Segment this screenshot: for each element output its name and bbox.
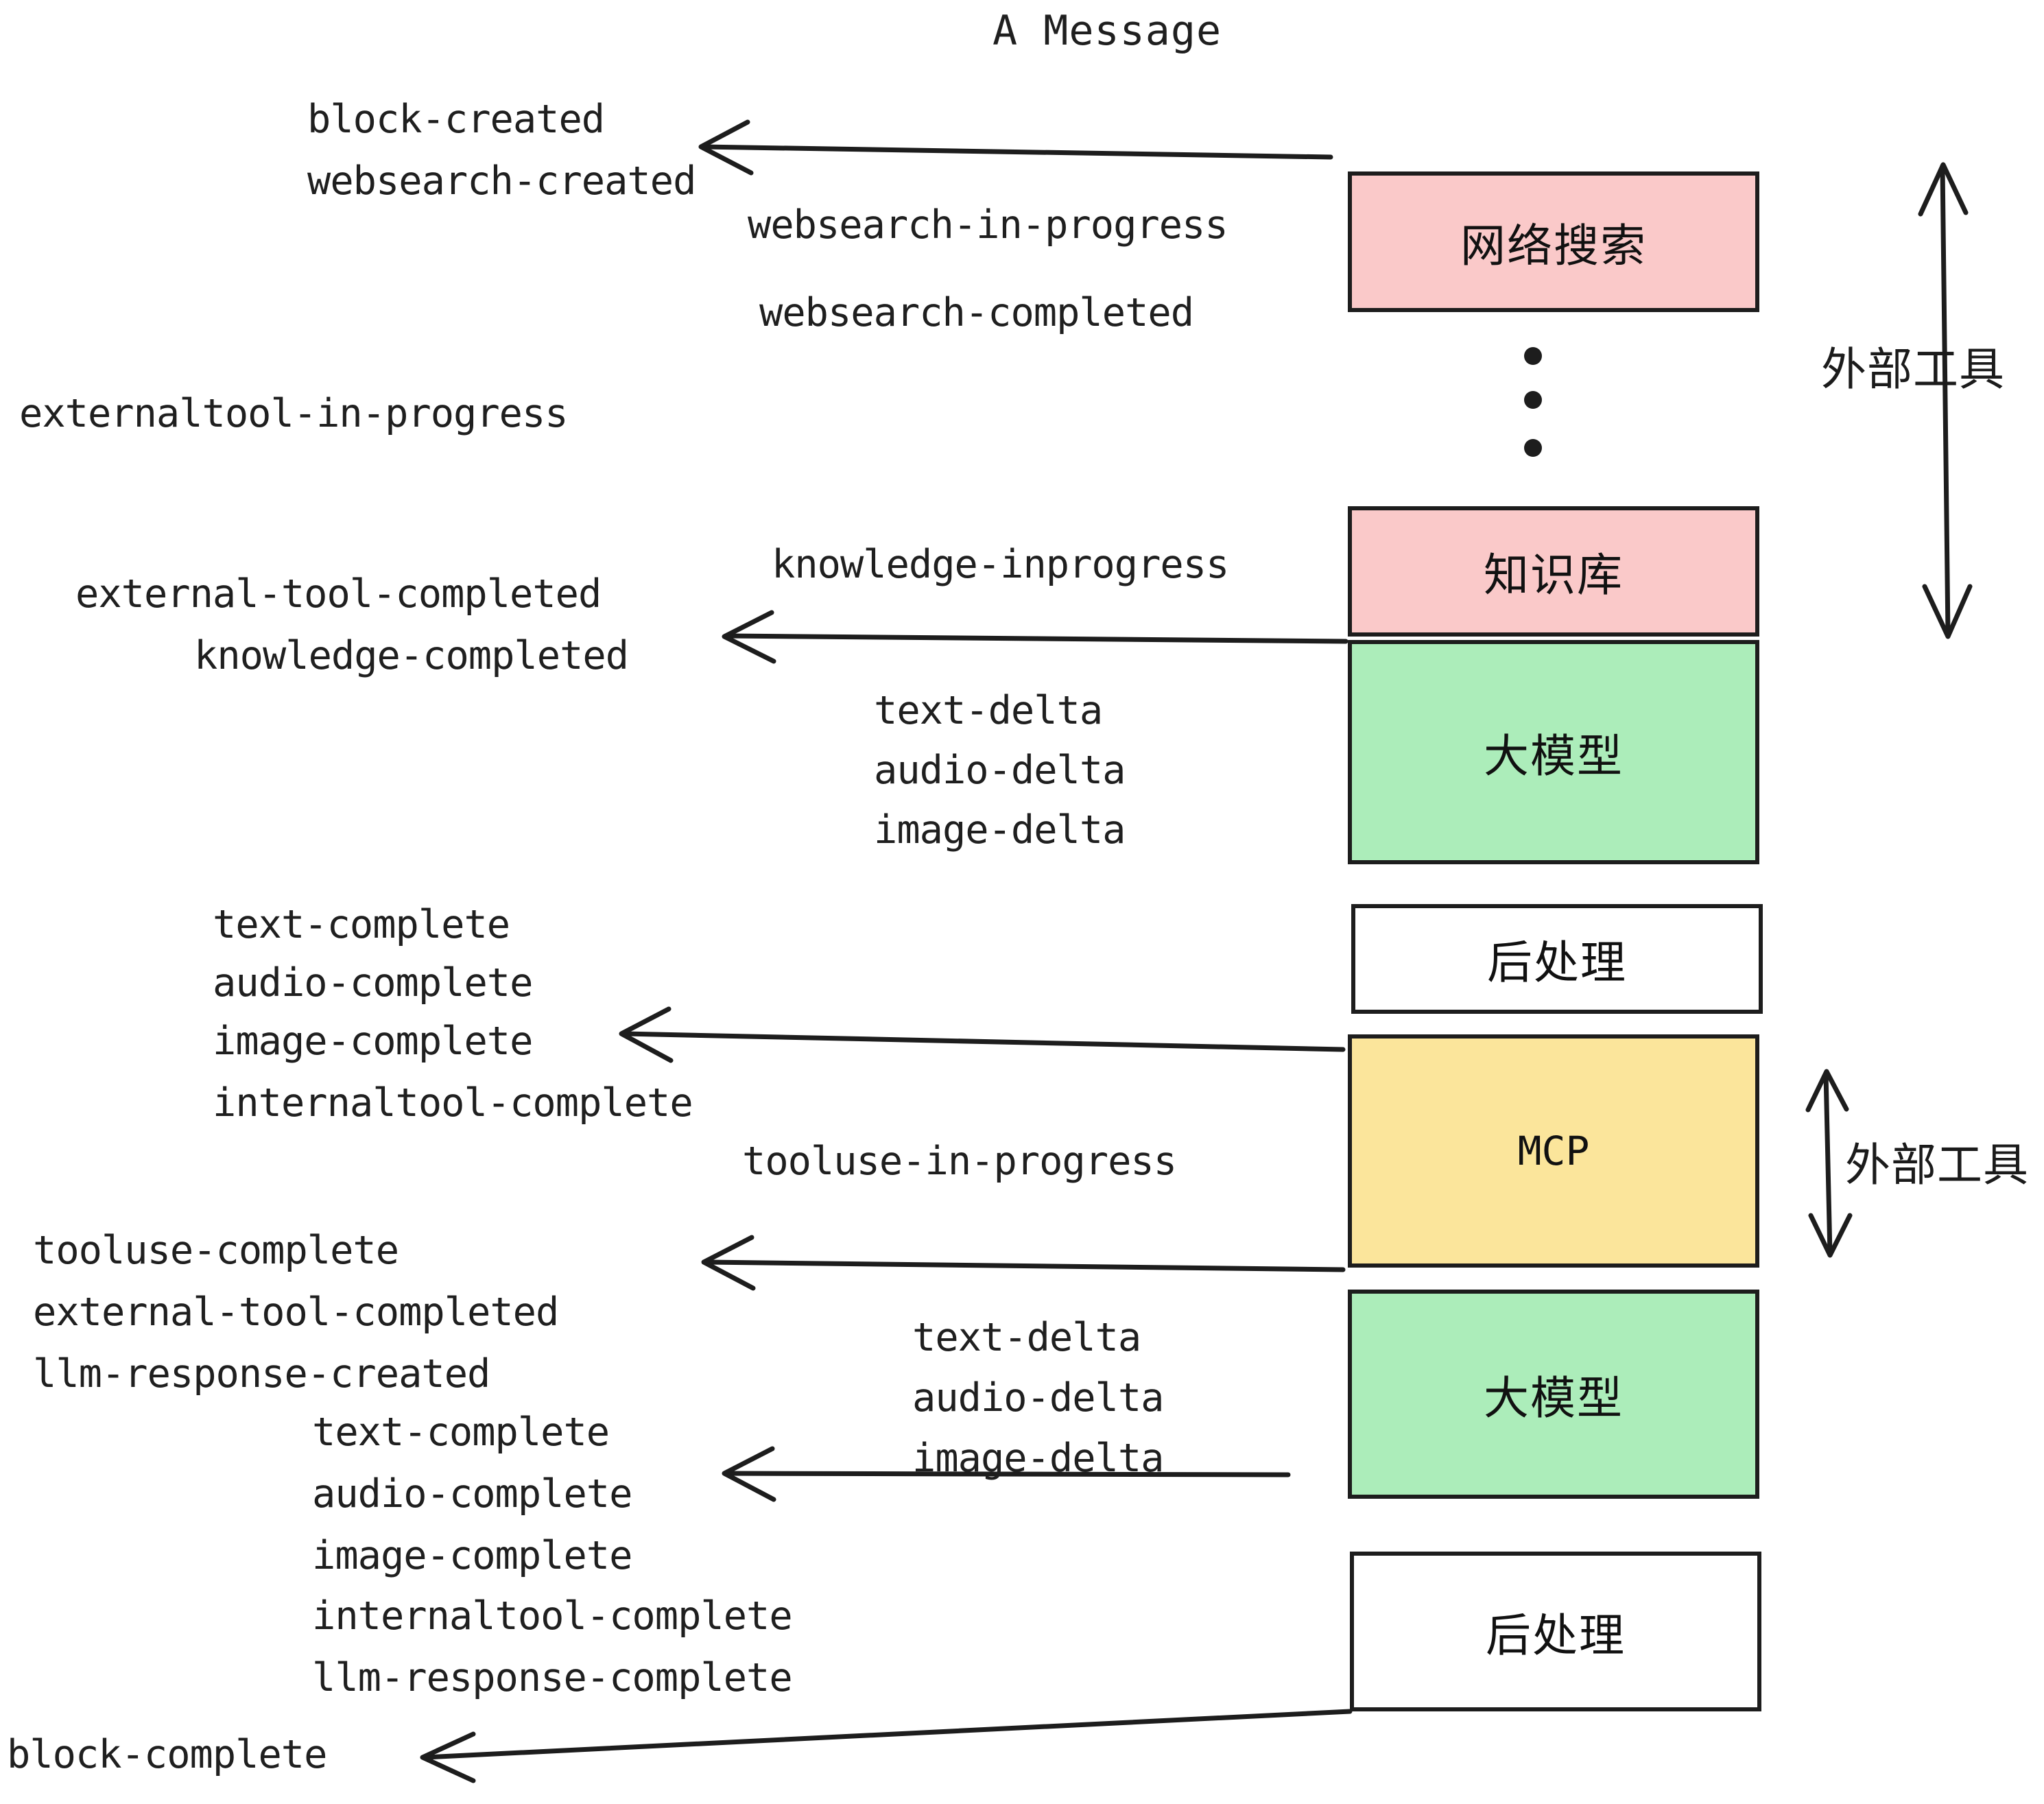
event-externaltool-in-progress: externaltool-in-progress <box>19 391 569 436</box>
box-llm-2-label: 大模型 <box>1484 1371 1624 1425</box>
page-title: A Message <box>993 7 1222 55</box>
ellipsis-dot-2 <box>1524 391 1542 409</box>
event-block-complete: block-complete <box>7 1732 327 1777</box>
box-mcp-label: MCP <box>1517 1128 1590 1174</box>
box-websearch-label: 网络搜索 <box>1460 219 1647 272</box>
event-websearch-created: websearch-created <box>307 158 696 204</box>
event-text-delta-1: text-delta <box>874 688 1103 733</box>
event-block-created: block-created <box>307 97 605 142</box>
event-internaltool-complete-2: internaltool-complete <box>312 1593 793 1639</box>
event-tooluse-in-progress: tooluse-in-progress <box>742 1139 1177 1184</box>
side-label-external-tool-1: 外部工具 <box>1821 343 2005 396</box>
event-image-delta-2: image-delta <box>912 1436 1164 1481</box>
event-image-complete-2: image-complete <box>312 1533 632 1578</box>
event-llm-response-complete: llm-response-complete <box>312 1655 793 1700</box>
box-postprocess-1[interactable]: 后处理 <box>1351 904 1763 1014</box>
box-postprocess-2[interactable]: 后处理 <box>1350 1552 1761 1711</box>
event-tooluse-complete: tooluse-complete <box>33 1228 399 1273</box>
event-audio-complete-2: audio-complete <box>312 1471 632 1517</box>
event-external-tool-completed-1: external-tool-completed <box>75 571 602 617</box>
box-knowledge[interactable]: 知识库 <box>1348 506 1759 637</box>
event-internaltool-complete-1: internaltool-complete <box>213 1080 693 1126</box>
event-knowledge-completed: knowledge-completed <box>194 633 629 678</box>
box-llm-1[interactable]: 大模型 <box>1348 640 1759 864</box>
event-text-delta-2: text-delta <box>912 1315 1141 1360</box>
ellipsis-dot-3 <box>1524 439 1542 457</box>
event-image-delta-1: image-delta <box>874 807 1126 853</box>
box-llm-2[interactable]: 大模型 <box>1348 1290 1759 1499</box>
event-audio-delta-1: audio-delta <box>874 748 1126 793</box>
event-text-complete-1: text-complete <box>213 902 510 947</box>
event-knowledge-inprogress: knowledge-inprogress <box>772 542 1229 587</box>
ellipsis-dot-1 <box>1524 347 1542 365</box>
event-audio-complete-1: audio-complete <box>213 960 533 1006</box>
side-label-external-tool-2: 外部工具 <box>1845 1139 2029 1191</box>
event-audio-delta-2: audio-delta <box>912 1375 1164 1421</box>
event-llm-response-created: llm-response-created <box>33 1351 490 1397</box>
event-external-tool-completed-2: external-tool-completed <box>33 1290 559 1335</box>
box-postprocess-2-label: 后处理 <box>1486 1609 1626 1662</box>
event-websearch-completed: websearch-completed <box>759 290 1194 335</box>
box-mcp[interactable]: MCP <box>1348 1034 1759 1268</box>
box-postprocess-1-label: 后处理 <box>1487 936 1627 989</box>
event-text-complete-2: text-complete <box>312 1410 610 1455</box>
box-websearch[interactable]: 网络搜索 <box>1348 171 1759 312</box>
event-websearch-in-progress: websearch-in-progress <box>748 202 1228 248</box>
event-image-complete-1: image-complete <box>213 1019 533 1064</box>
box-knowledge-label: 知识库 <box>1484 549 1624 602</box>
box-llm-1-label: 大模型 <box>1484 729 1624 783</box>
